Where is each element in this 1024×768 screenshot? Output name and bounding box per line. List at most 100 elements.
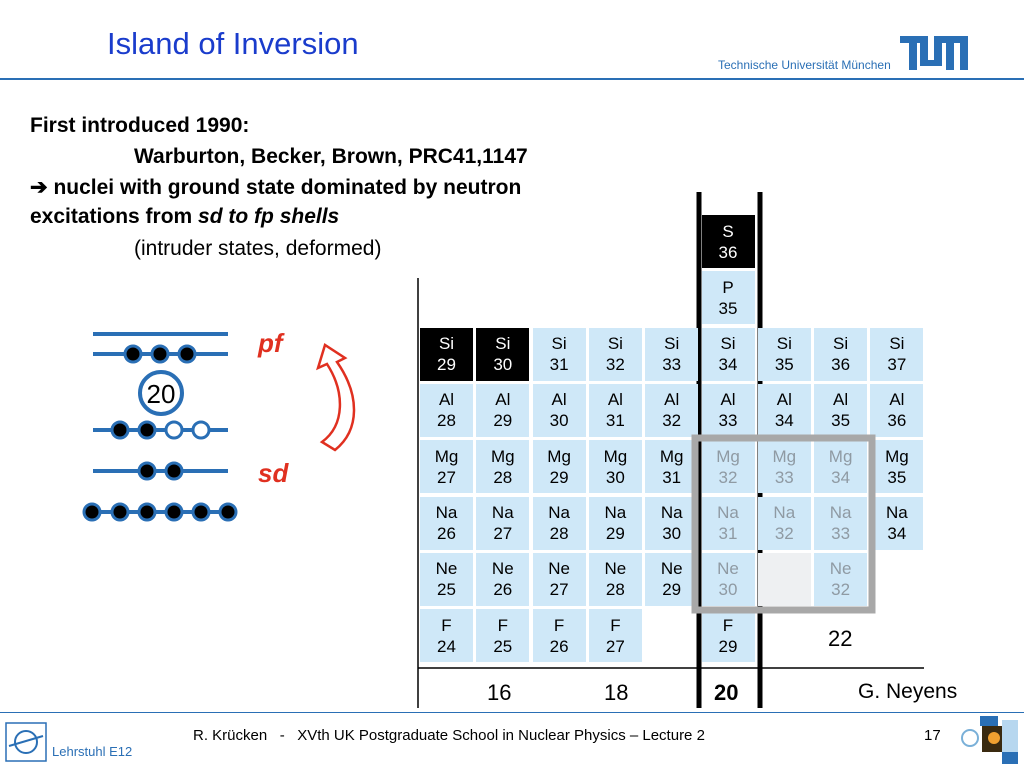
nuclide-mass: 35: [887, 467, 907, 487]
nuclide-mass: 27: [437, 467, 456, 487]
text-line-1: First introduced 1990:: [30, 114, 250, 137]
nuclide-mass: 35: [831, 411, 851, 431]
nuclide-element: F: [722, 615, 734, 635]
nuclide-mass: 33: [718, 411, 738, 431]
proton-dot: [191, 502, 211, 522]
nuclide-mass: 32: [662, 411, 682, 431]
nuclide-mass: 30: [718, 580, 738, 600]
nuclide-mass: 24: [437, 636, 456, 656]
nuclide-mass: 34: [831, 467, 851, 487]
sd-label: sd: [258, 458, 289, 488]
proton-dot: [123, 344, 143, 364]
nuclide-mass: 35: [774, 355, 794, 375]
nuclide-mass: 29: [493, 411, 513, 431]
nuclide-element: Mg: [659, 446, 684, 466]
shell-diagram: 20 pf sd: [82, 328, 356, 522]
nuclide-mass: 27: [493, 524, 513, 543]
nuclide-element: S: [722, 221, 734, 241]
nuclide-element: Si: [776, 334, 792, 354]
nuclide-mass: 30: [549, 411, 569, 431]
nuclide-mass: 32: [605, 355, 625, 375]
nuclide-element: F: [497, 615, 508, 635]
nuclide-mass: 30: [605, 467, 625, 487]
n-label-22: 22: [828, 626, 853, 651]
nuclide-mass: 31: [549, 355, 569, 375]
nuclide-element: Ne: [548, 559, 570, 579]
nuclide-mass: 25: [437, 580, 456, 600]
nuclide-element: Si: [720, 334, 736, 354]
chair-name: Lehrstuhl E12: [52, 744, 133, 759]
nuclide-element: Al: [495, 390, 511, 410]
nuclide-element: Mg: [772, 446, 797, 466]
nuclide-element: F: [610, 615, 621, 635]
nuclide-element: Na: [660, 503, 683, 522]
nuclide-mass: 34: [718, 355, 738, 375]
nuclide-element: Ne: [491, 559, 514, 579]
nuclide-element: Al: [889, 390, 905, 410]
nuclide-element: Na: [717, 503, 739, 522]
nuclide-element: Mg: [490, 446, 515, 466]
nuclide-mass: 32: [831, 580, 851, 600]
nuclide-mass: 29: [549, 467, 569, 487]
nuclide-mass: 36: [718, 242, 738, 262]
slide-title: Island of Inversion: [107, 26, 359, 61]
nuclide-element: Si: [889, 334, 905, 354]
nuclide-mass: 30: [493, 355, 513, 375]
nuclide-mass: 29: [662, 580, 682, 600]
header-divider: [0, 78, 1024, 80]
nuclide-mass: 29: [437, 355, 456, 375]
nuclide-element: Si: [438, 334, 455, 354]
nuclide-element: Ne: [604, 559, 627, 579]
nuclide-mass: 31: [718, 524, 738, 543]
nuclide-mass: 36: [831, 355, 851, 375]
nuclide-element: Si: [833, 334, 849, 354]
nuclide-mass: 26: [493, 580, 513, 600]
footer-text: R. Krücken - XVth UK Postgraduate School…: [193, 727, 705, 744]
nuclide-element: Mg: [547, 446, 571, 466]
proton-dot: [137, 461, 157, 481]
proton-dot: [177, 344, 197, 364]
nuclide-mass: 31: [662, 467, 682, 487]
hole-circle: [164, 420, 184, 440]
nuclide-element: Mg: [716, 446, 740, 466]
nuclide-mass: 37: [887, 355, 907, 375]
text-line-2: Warburton, Becker, Brown, PRC41,1147: [134, 145, 528, 168]
institution-name: Technische Universität München: [718, 58, 891, 72]
nuclide-mass: 29: [605, 524, 625, 543]
nuclide-na-31: Na 31: [701, 496, 755, 550]
nuclide-element: Mg: [603, 446, 628, 466]
text-line-4: excitations from sd to fp shells: [30, 205, 339, 229]
n-label-18: 18: [604, 680, 629, 705]
proton-dot: [164, 461, 184, 481]
nuclide-mass: 25: [493, 636, 513, 656]
nuclide-mass: 36: [887, 411, 907, 431]
nuclide-element: Si: [551, 334, 567, 354]
arrow-right-icon: ➔: [30, 176, 48, 199]
nuclide-mass: 26: [549, 636, 569, 656]
nuclide-mass: 28: [493, 467, 513, 487]
nuclide-mass: 28: [549, 524, 569, 543]
tum-lmu-logo-icon: [961, 716, 1018, 764]
